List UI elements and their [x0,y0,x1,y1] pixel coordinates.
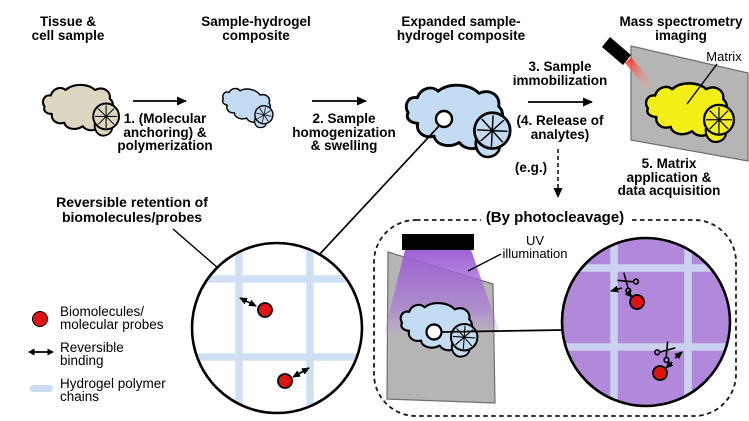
zoom-connector-line-left [317,125,440,257]
released-biomolecule-dot-1 [629,294,645,310]
scissors-icon-1 [617,272,640,294]
legend-item-hydrogel-chains: Hydrogel polymer chains [26,377,166,403]
reversible-binding-arrow-1 [239,297,257,307]
reversible-binding-arrow-2 [292,367,310,378]
laser-source-icon [602,37,631,65]
zoom-connector-line-right [440,329,564,333]
cleavage-zoom-circle [560,236,732,408]
hydrogel-composite-brain [217,83,279,131]
step4-label: (4. Release of analytes) [516,113,604,142]
hydrogel-chain-legend-icon [30,385,53,392]
uv-lamp-icon [402,234,474,250]
photocleavage-box [373,219,737,417]
zoom-marker-uv-brain [425,323,443,341]
retention-callout [172,109,454,415]
stage-title-composite: Sample-hydrogel composite [201,14,311,43]
matrix-pointer-line [686,63,718,105]
stage-title-expanded: Expanded sample- hydrogel composite [396,14,526,43]
legend: Biomolecules/ molecular probes Reversibl… [26,305,166,413]
retention-title: Reversible retention of biomolecules/pro… [56,194,208,225]
cleaved-binding-2 [654,341,683,369]
tissue-brain [41,83,121,137]
step3-label: 3. Sample immobilization [512,59,608,88]
matrix-label: Matrix [706,49,742,64]
legend-item-reversible-binding: Reversible binding [26,341,166,367]
biomolecule-dot-1 [257,302,273,318]
legend-item-biomolecules: Biomolecules/ molecular probes [26,305,166,331]
retention-zoom-circle [190,241,364,415]
hydrogel-grid-right [563,239,729,405]
retention-pointer-line [172,228,219,269]
stage-title-tissue: Tissue & cell sample [31,14,105,43]
scissors-icon-2 [654,341,676,364]
cleaved-binding-1 [610,272,640,298]
hydrogel-grid-left [193,244,361,412]
uv-pointer-line [467,253,502,272]
laser-beam [625,57,653,90]
photocleavage-title: (By photocleavage) [480,209,630,226]
msi-panel-group [602,37,749,162]
released-biomolecule-dot-2 [652,365,668,381]
step5-label: 5. Matrix application & data acquisition [617,156,721,198]
stage-title-msi: Mass spectrometry imaging [619,14,743,43]
double-arrow-legend-icon [28,348,54,356]
step1-label: 1. (Molecular anchoring) & polymerizatio… [117,111,213,153]
biomolecule-dot-2 [277,373,293,389]
biomolecule-legend-icon [32,311,48,327]
uv-illumination-label: UV illumination [502,233,568,261]
zoom-marker-expanded-brain [434,109,454,129]
step2-label: 2. Sample homogenization & swelling [292,111,396,153]
eg-label: (e.g.) [514,160,548,175]
